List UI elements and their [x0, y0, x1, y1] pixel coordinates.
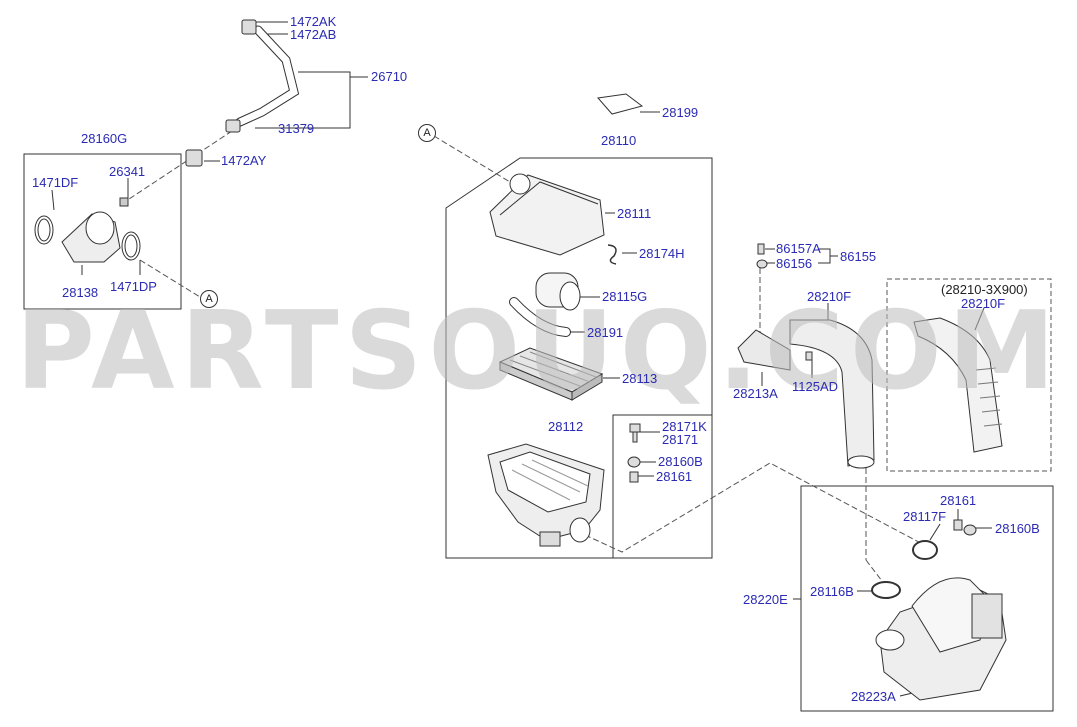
part-label-28171K[interactable]: 28171K	[662, 419, 707, 434]
part-label-28213A[interactable]: 28213A	[733, 386, 778, 401]
part-label-28110[interactable]: 28110	[601, 133, 637, 148]
part-label-26710[interactable]: 26710	[371, 69, 408, 84]
part-label-86157A[interactable]: 86157A	[776, 241, 821, 256]
part-label-31379[interactable]: 31379	[278, 121, 315, 136]
section-marker-a-left[interactable]: A	[200, 290, 218, 308]
part-label-28117F[interactable]: 28117F	[903, 509, 947, 524]
part-label-28116B[interactable]: 28116B	[810, 584, 854, 599]
duct-bracket-icon	[737, 329, 791, 371]
pad-icon	[597, 93, 644, 115]
air-cleaner-cover-icon	[489, 173, 605, 256]
part-label-28174H[interactable]: 28174H	[639, 246, 685, 261]
breather-hose-icon	[185, 19, 300, 167]
frame-fastener-box	[612, 414, 713, 559]
resonator-assembly-icon	[871, 540, 1007, 701]
part-label-28220E[interactable]: 28220E	[743, 592, 788, 607]
section-marker-a-top[interactable]: A	[418, 124, 436, 142]
frame-variant-box	[886, 278, 1052, 472]
frame-intake-hose-group	[23, 153, 182, 310]
part-label-86156[interactable]: 86156	[776, 256, 813, 271]
part-label-28111[interactable]: 28111	[617, 206, 652, 221]
part-label-28138[interactable]: 28138	[62, 285, 99, 300]
part-label-28112[interactable]: 28112	[548, 419, 584, 434]
part-label-1471DP[interactable]: 1471DP	[110, 279, 157, 294]
part-label-28161-b[interactable]: 28161	[940, 493, 977, 508]
part-label-28199[interactable]: 28199	[662, 105, 699, 120]
fastener-icons	[627, 243, 977, 536]
part-label-1472AB[interactable]: 1472AB	[290, 27, 337, 42]
part-label-28210F-a[interactable]: 28210F	[807, 289, 852, 304]
part-label-28223A[interactable]: 28223A	[851, 689, 896, 704]
watermark: PARTSOUQ.COM	[15, 289, 1062, 414]
part-label-28113[interactable]: 28113	[622, 371, 658, 386]
intake-duct-icon	[34, 197, 141, 263]
part-label-28115G[interactable]: 28115G	[602, 289, 648, 304]
part-label-28160B-b[interactable]: 28160B	[995, 521, 1040, 536]
part-label-86155[interactable]: 86155	[840, 249, 877, 264]
part-label-28160B-a[interactable]: 28160B	[658, 454, 703, 469]
part-label-28191[interactable]: 28191	[587, 325, 624, 340]
resonator-icon	[535, 272, 581, 311]
part-label-1472AK[interactable]: 1472AK	[290, 14, 337, 29]
air-intake-duct-icon	[789, 319, 875, 469]
part-label-1125AD[interactable]: 1125AD	[792, 379, 839, 394]
part-label-28171[interactable]: 28171	[662, 432, 699, 447]
part-label-28160G[interactable]: 28160G	[81, 131, 128, 146]
part-label-26341[interactable]: 26341	[109, 164, 146, 179]
part-label-1472AY[interactable]: 1472AY	[221, 153, 267, 168]
part-label-28210F-b[interactable]: 28210F	[961, 296, 1006, 311]
variant-duct-icon	[913, 317, 1003, 453]
variant-part-label: (28210-3X900)	[941, 282, 1028, 297]
part-label-28161-a[interactable]: 28161	[656, 469, 693, 484]
air-cleaner-body-icon	[487, 443, 605, 547]
wire-clip-icon	[607, 244, 617, 265]
air-filter-element-icon	[498, 347, 604, 401]
part-label-1471DF[interactable]: 1471DF	[32, 175, 79, 190]
